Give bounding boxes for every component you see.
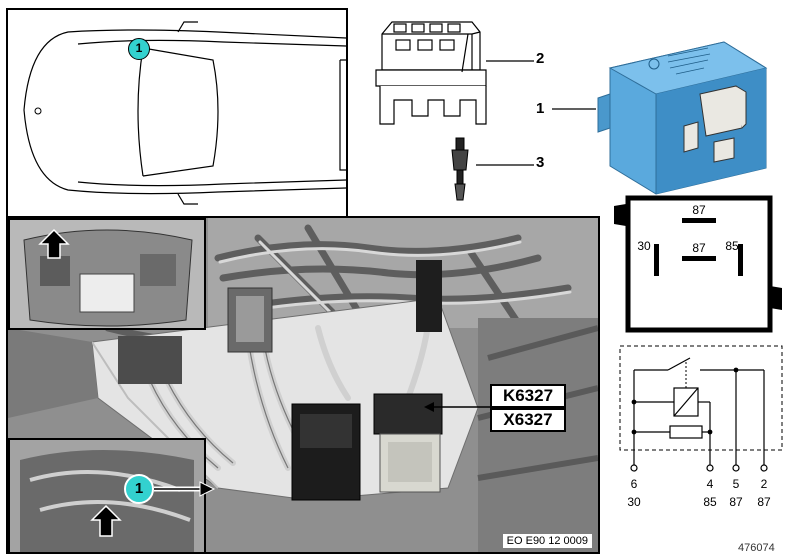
- pin-85: 85: [725, 239, 739, 253]
- photo-callout-number: 1: [134, 480, 144, 497]
- pin-30: 30: [637, 239, 651, 253]
- relay-circuit-schematic: 6 4 5 2 30 85 87 87: [619, 345, 783, 509]
- leader-line-terminal: [476, 164, 534, 166]
- schematic-pin-2: 2: [761, 477, 768, 491]
- callout-2-label: 2: [536, 50, 545, 67]
- schematic-terminal-87a: 87: [729, 495, 743, 509]
- photo-label-arrow: [424, 402, 492, 412]
- schematic-terminal-85: 85: [703, 495, 717, 509]
- schematic-pin-4: 4: [707, 477, 714, 491]
- inset-detail-illustration: [10, 440, 204, 552]
- connector-label-text: X6327: [503, 410, 553, 429]
- connector-housing-drawing: [375, 21, 487, 125]
- terminal-pin-drawing: [451, 137, 469, 201]
- photo-callout-arrow: [154, 481, 216, 497]
- schematic-pin-5: 5: [733, 477, 740, 491]
- photo-callout-marker: 1: [124, 474, 154, 504]
- connector-label-x6327: X6327: [490, 408, 566, 432]
- installation-photo: 1 K6327 X6327 EO E90 12 0009: [6, 216, 600, 554]
- schematic-pin-6: 6: [631, 477, 638, 491]
- callout-1-relay-label: 1: [536, 100, 545, 117]
- schematic-terminal-87b: 87: [757, 495, 771, 509]
- pin-87-middle: 87: [692, 241, 706, 255]
- photo-inset-front: [8, 218, 206, 330]
- callout-3-label: 3: [536, 154, 545, 171]
- reference-number: 476074: [738, 542, 775, 554]
- inset-front-illustration: [10, 220, 204, 328]
- pin-87-top: 87: [692, 203, 706, 217]
- car-top-view-outline: [23, 21, 347, 205]
- car-callout-marker: 1: [128, 38, 150, 60]
- car-callout-number: 1: [135, 41, 143, 55]
- relay-label-text: K6327: [502, 386, 554, 405]
- photo-inset-detail: [8, 438, 206, 552]
- vehicle-location-panel: 1: [6, 8, 348, 218]
- relay-blue-drawing: [597, 41, 768, 195]
- schematic-terminal-30: 30: [627, 495, 641, 509]
- leader-line-housing: [486, 60, 534, 62]
- photo-caption: EO E90 12 0009: [502, 534, 592, 548]
- relay-pin-face-diagram: 87 87 30 85: [614, 195, 782, 333]
- relay-label-k6327: K6327: [490, 384, 566, 408]
- leader-line-relay: [552, 108, 596, 110]
